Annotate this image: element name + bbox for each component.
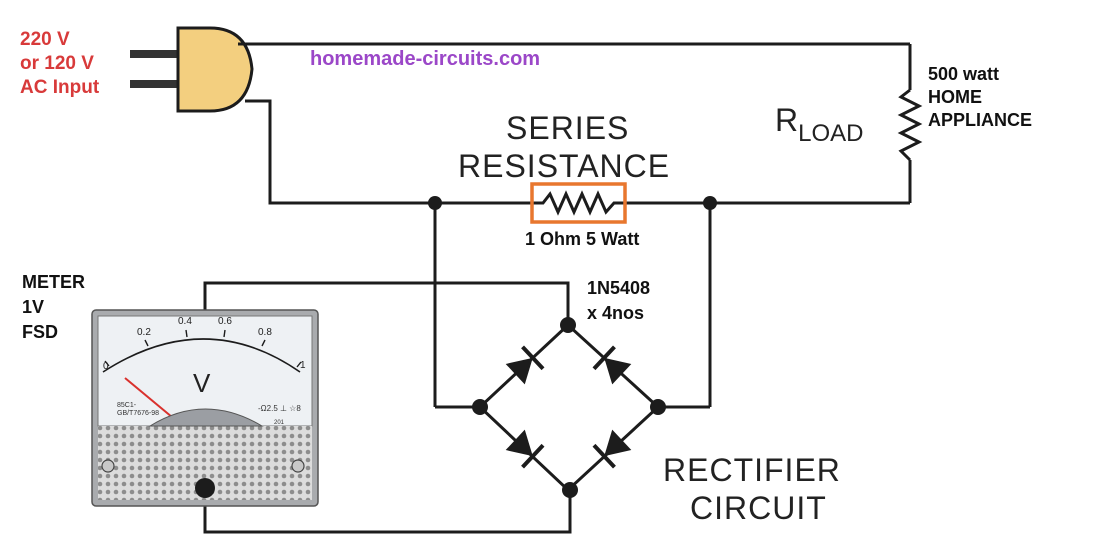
rectifier-label-line-2: CIRCUIT: [690, 490, 827, 526]
rectifier-label-line-1: RECTIFIER: [663, 452, 841, 488]
input-line-1: 220 V: [20, 29, 70, 50]
input-line-3: AC Input: [20, 77, 100, 98]
ac-plug-icon: [130, 26, 254, 113]
voltmeter: [91, 309, 319, 507]
diode-icon: [592, 345, 632, 385]
meter-scale-0-6: 0.6: [218, 316, 232, 327]
meter-unit: V: [193, 368, 211, 398]
load-resistor-icon: [897, 88, 923, 162]
load-line-2: HOME: [928, 87, 982, 107]
diode-label: 1N5408 x 4nos: [587, 276, 650, 326]
meter-label: METER 1V FSD: [22, 270, 85, 345]
diode-icon: [592, 429, 632, 469]
load-line-1: 500 watt: [928, 64, 1000, 84]
screw-icon: [291, 459, 305, 473]
diode-line-2: x 4nos: [587, 303, 645, 323]
bridge-rectifier: [477, 322, 661, 493]
meter-model: 85C1- GB/T7676-98: [117, 402, 159, 418]
circuit-wires: [203, 42, 912, 534]
rload-main: R: [775, 102, 799, 138]
meter-line-1: METER: [22, 272, 85, 292]
ac-input-label: 220 V or 120 V AC Input: [20, 28, 99, 100]
rload-sub: LOAD: [798, 120, 864, 147]
resistor-rating-label: 1 Ohm 5 Watt: [525, 229, 640, 249]
junction-dots: [428, 196, 717, 498]
series-resistor-highlight: [530, 182, 627, 224]
screw-icon: [101, 459, 115, 473]
meter-model-line-2: GB/T7676-98: [117, 410, 160, 417]
series-resistor-icon: [530, 182, 627, 224]
meter-scale-0-4: 0.4: [178, 316, 192, 327]
meter-scale-1: 1: [300, 360, 306, 371]
diode-line-1: 1N5408: [587, 278, 651, 298]
meter-model-line-1: 85C1-: [117, 402, 137, 409]
diode-icon: [505, 429, 545, 469]
load-label: 500 watt HOME APPLIANCE: [928, 63, 1032, 132]
meter-scale-0-2: 0.2: [137, 327, 151, 338]
rload-label: RLOAD: [775, 102, 863, 147]
meter-line-3: FSD: [22, 322, 58, 342]
input-line-2: or 120 V: [20, 53, 94, 74]
zero-adjust-knob-icon: [195, 478, 215, 498]
watermark: homemade-circuits.com: [310, 48, 541, 70]
meter-ticks: [104, 329, 302, 368]
series-label-line-2: RESISTANCE: [458, 148, 671, 184]
meter-line-2: 1V: [22, 297, 45, 317]
meter-scale-0: 0: [103, 361, 109, 372]
meter-class: -Ω2.5 ⊥ ☆8: [258, 404, 301, 413]
series-label-line-1: SERIES: [506, 110, 630, 146]
meter-serial: 201: [274, 420, 285, 426]
load-line-3: APPLIANCE: [928, 110, 1033, 130]
diode-icon: [505, 345, 545, 385]
meter-scale-0-8: 0.8: [258, 327, 272, 338]
